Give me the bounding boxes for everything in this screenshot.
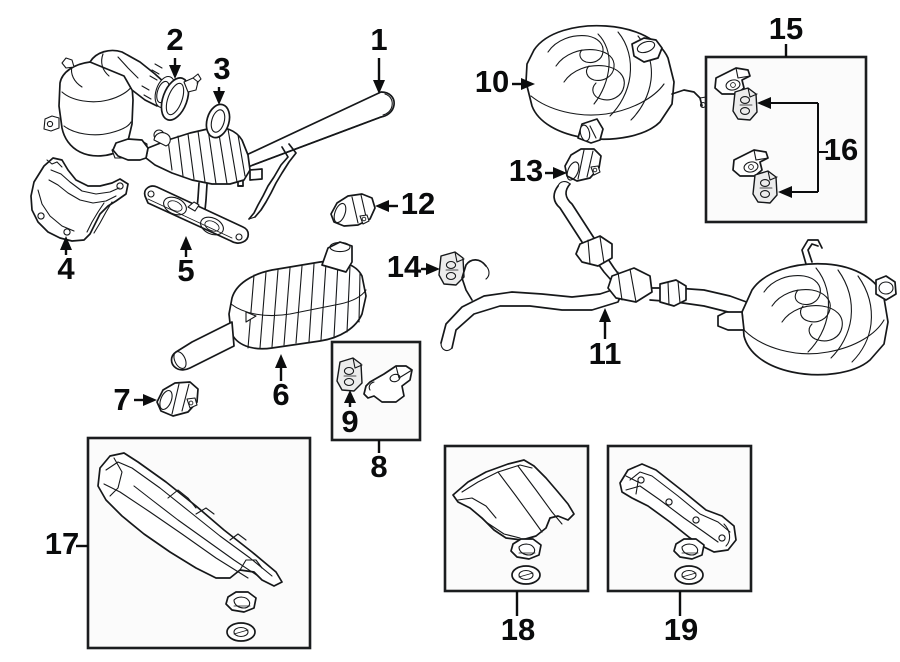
part-exhaust-manifold-gasket (143, 185, 250, 244)
callout-label-2: 2 (166, 22, 183, 57)
callout-label-16: 16 (824, 132, 858, 167)
callout-label-5: 5 (177, 253, 194, 288)
part-center-muffler (170, 241, 367, 371)
callout-label-1: 1 (370, 22, 387, 57)
callout-16-leader (757, 97, 828, 198)
part-exhaust-pipe-sleeve-center (564, 148, 602, 182)
callout-label-9: 9 (341, 404, 358, 439)
hanger-kit-contents-15 (714, 67, 828, 204)
heat-shield-contents-18 (452, 459, 575, 585)
callout-leader-3 (213, 87, 225, 105)
callout-label-4: 4 (57, 251, 75, 286)
callout-label-6: 6 (272, 377, 289, 412)
callout-label-10: 10 (475, 64, 509, 99)
callout-label-3: 3 (213, 51, 230, 86)
heat-shield-washer-19 (674, 565, 704, 585)
heat-shield-washer-17 (226, 622, 256, 642)
heat-shield-clip-17 (225, 591, 257, 613)
callout-label-12: 12 (401, 186, 435, 221)
callout-leader-7 (134, 394, 157, 406)
part-rear-muffler-right (717, 239, 897, 376)
callout-label-17: 17 (45, 526, 79, 561)
part-exhaust-pipe-sleeve-front (156, 381, 199, 417)
callout-label-18: 18 (501, 612, 535, 647)
part-catalytic-converter-bracket (30, 157, 129, 242)
callout-leader-4 (60, 236, 72, 255)
callout-leader-2 (169, 58, 181, 79)
callout-leader-10 (512, 78, 535, 90)
callout-label-8: 8 (370, 449, 387, 484)
callout-leader-9 (344, 390, 356, 407)
callout-label-19: 19 (664, 612, 698, 647)
part-exhaust-gasket-ring (205, 103, 231, 139)
heat-shield-clip-18 (510, 538, 542, 560)
heat-shield-contents-17 (97, 452, 283, 642)
part-center-exhaust-y-pipe (440, 181, 753, 352)
heat-shield-clip-19 (673, 538, 705, 560)
callout-label-14: 14 (387, 249, 422, 284)
rubber-hanger-9 (336, 357, 363, 392)
callout-leader-5 (180, 236, 192, 257)
part-flex-downpipe (112, 126, 263, 211)
rubber-hanger-lower (752, 170, 778, 204)
callout-leader-14 (421, 263, 440, 275)
part-exhaust-pipe-sleeve-rear (330, 193, 376, 227)
heat-shield-washer-18 (511, 565, 541, 585)
part-rubber-insulator-hanger-center (438, 251, 465, 286)
callout-leader-6 (275, 354, 287, 381)
callout-label-15: 15 (769, 11, 803, 46)
hanger-bracket-upper (714, 67, 751, 95)
y-pipe-hanger-rod (461, 259, 490, 301)
callout-leader-12 (375, 200, 398, 212)
part-catalytic-converter (43, 49, 176, 159)
callout-label-7: 7 (113, 382, 130, 417)
rubber-hanger-upper (732, 87, 758, 121)
hanger-bracket-8 (363, 365, 413, 403)
heat-shield-contents-19 (619, 463, 737, 585)
callout-leader-1 (373, 58, 385, 94)
callout-leader-13 (545, 167, 567, 179)
callout-label-13: 13 (509, 153, 543, 188)
part-exhaust-clamp (160, 73, 202, 121)
callout-leader-11 (599, 308, 611, 339)
callout-label-11: 11 (589, 336, 622, 371)
part-rear-muffler-left (525, 24, 707, 144)
callout-numbers: 1 2 3 4 5 6 7 8 9 10 11 12 13 14 15 16 1… (45, 11, 858, 647)
hanger-kit-contents-8 (336, 357, 413, 403)
part-front-exhaust-pipe (233, 91, 395, 220)
hanger-bracket-lower (732, 149, 769, 177)
